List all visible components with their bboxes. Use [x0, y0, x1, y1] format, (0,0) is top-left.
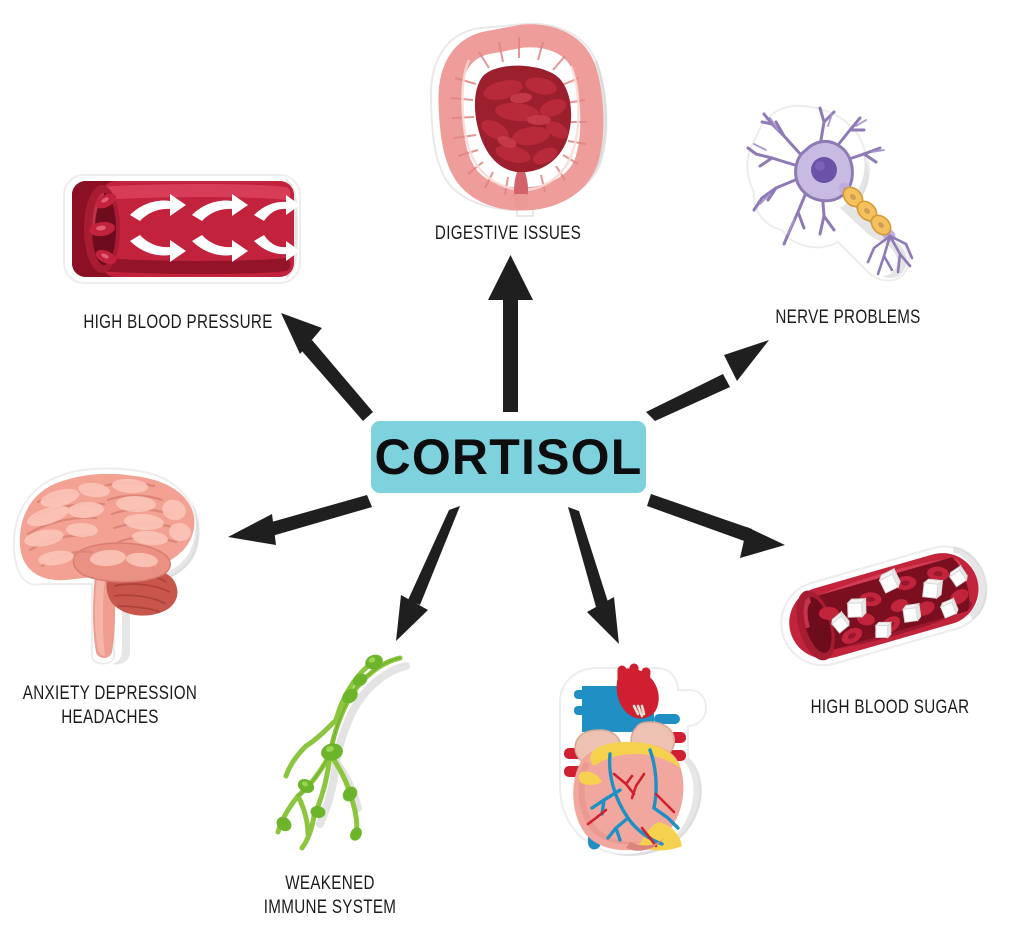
- arrow-to-nerve-problems: [646, 340, 769, 421]
- blood-vessel-sugar-icon: [768, 530, 1000, 690]
- arrow-to-digestive-issues: [488, 255, 533, 412]
- arrow-to-anxiety-depression-headaches: [228, 495, 372, 545]
- arrow-to-weakened-immune-system: [396, 506, 460, 641]
- blood-vessel-flow-icon: [58, 163, 306, 293]
- label-weakened-immune-system: WEAKENED IMMUNE SYSTEM: [263, 873, 397, 919]
- arrow-to-heart: [568, 507, 619, 644]
- cortisol-title: CORTISOL: [374, 429, 643, 485]
- lymphatic-system-icon: [262, 640, 414, 862]
- label-anxiety-depression-headaches: ANXIETY DEPRESSION HEADACHES: [22, 683, 198, 729]
- label-high-blood-sugar: HIGH BLOOD SUGAR: [810, 697, 970, 718]
- label-high-blood-pressure: HIGH BLOOD PRESSURE: [83, 312, 273, 333]
- brain-icon: [8, 466, 208, 672]
- arrow-to-high-blood-pressure: [281, 313, 373, 421]
- heart-icon: [538, 662, 714, 862]
- neuron-icon: [742, 100, 914, 290]
- intestine-icon: [418, 18, 614, 218]
- label-digestive-issues: DIGESTIVE ISSUES: [434, 223, 582, 244]
- arrow-to-high-blood-sugar: [647, 494, 785, 558]
- cortisol-center-box[interactable]: CORTISOL: [371, 421, 646, 493]
- label-nerve-problems: NERVE PROBLEMS: [775, 307, 921, 328]
